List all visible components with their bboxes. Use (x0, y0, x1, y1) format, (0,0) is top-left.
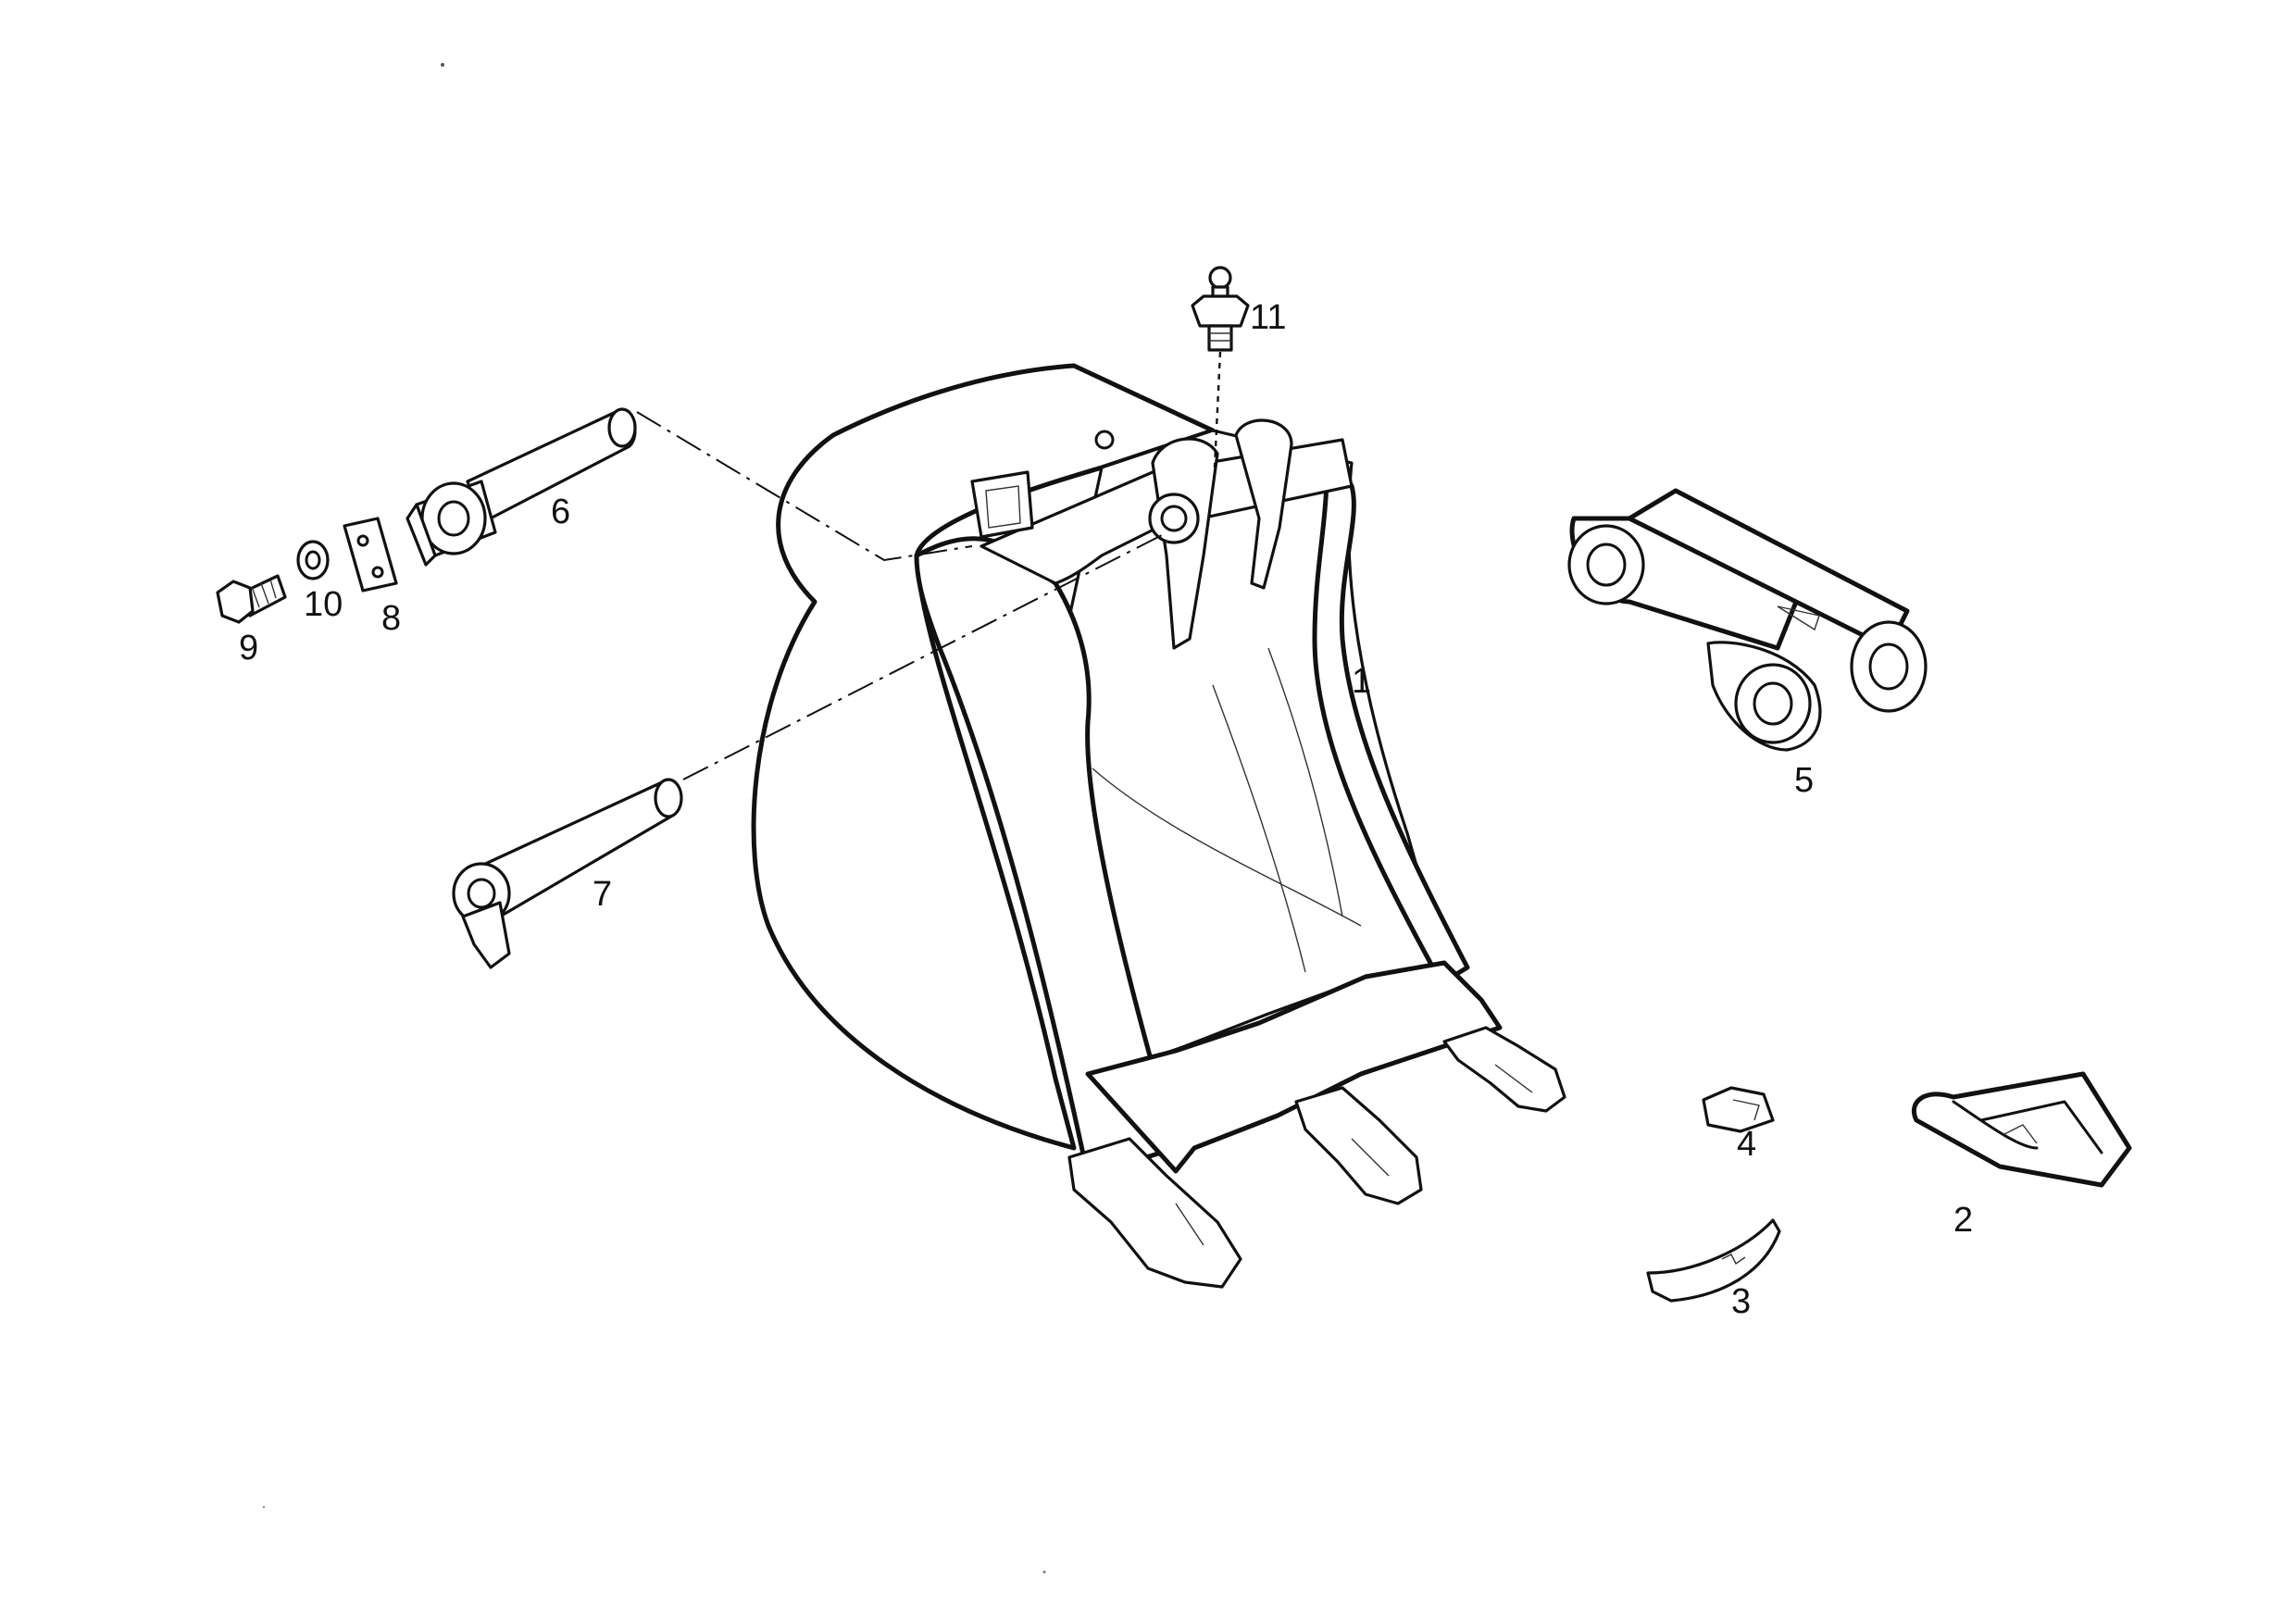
callout-8: 8 (381, 599, 401, 638)
bucket-ear-left (1151, 437, 1219, 650)
callout-1: 1 (1352, 662, 1371, 701)
bucket-ear-right (1234, 418, 1293, 590)
bucket-left-edge (914, 536, 1179, 1179)
link (1567, 488, 1928, 752)
bucket-top-hole (1094, 430, 1115, 450)
callout-11: 11 (1250, 298, 1286, 337)
callout-10: 10 (304, 585, 343, 624)
bucket-pin-hole (1160, 505, 1188, 532)
bucket-cutting-edge (1085, 960, 1503, 1174)
bolt (216, 574, 287, 624)
bucket-bracket-detail (985, 485, 1021, 529)
callout-6: 6 (551, 493, 570, 531)
upper-pin-leader (636, 411, 973, 562)
lower-pin (452, 778, 683, 969)
bucket-adapter-right (1442, 1026, 1566, 1113)
lower-pin-leader (682, 534, 1163, 780)
bucket-pin-boss (1148, 493, 1200, 544)
callout-7: 7 (593, 875, 612, 914)
adapter-detail (1494, 1064, 1533, 1093)
bucket-side-plate (751, 363, 1216, 1151)
bucket-floor-line (1267, 647, 1343, 917)
speck (1042, 1570, 1046, 1574)
callout-2: 2 (1953, 1201, 1973, 1240)
speck (262, 1505, 266, 1509)
callout-5: 5 (1794, 761, 1814, 800)
adapter-detail (1175, 1203, 1204, 1246)
lock-plate (343, 517, 398, 593)
upper-pin (406, 407, 637, 567)
bucket-floor-line (1212, 684, 1306, 973)
grease-nipple-leader (1213, 351, 1222, 468)
bucket-adapter-left (1067, 1137, 1242, 1289)
speck (441, 63, 444, 67)
adapter-plate (1646, 1218, 1781, 1303)
bucket-floor-line (1092, 767, 1362, 927)
bucket (751, 363, 1566, 1289)
washer (296, 540, 330, 580)
bucket-bracket (970, 470, 1034, 539)
grease-nipple (1191, 266, 1250, 352)
callout-4: 4 (1737, 1125, 1756, 1164)
adapter-detail (1351, 1138, 1390, 1177)
tooth (1912, 1071, 2132, 1188)
callout-9: 9 (239, 629, 258, 668)
retainer (1702, 1086, 1775, 1133)
callout-3: 3 (1731, 1282, 1751, 1321)
